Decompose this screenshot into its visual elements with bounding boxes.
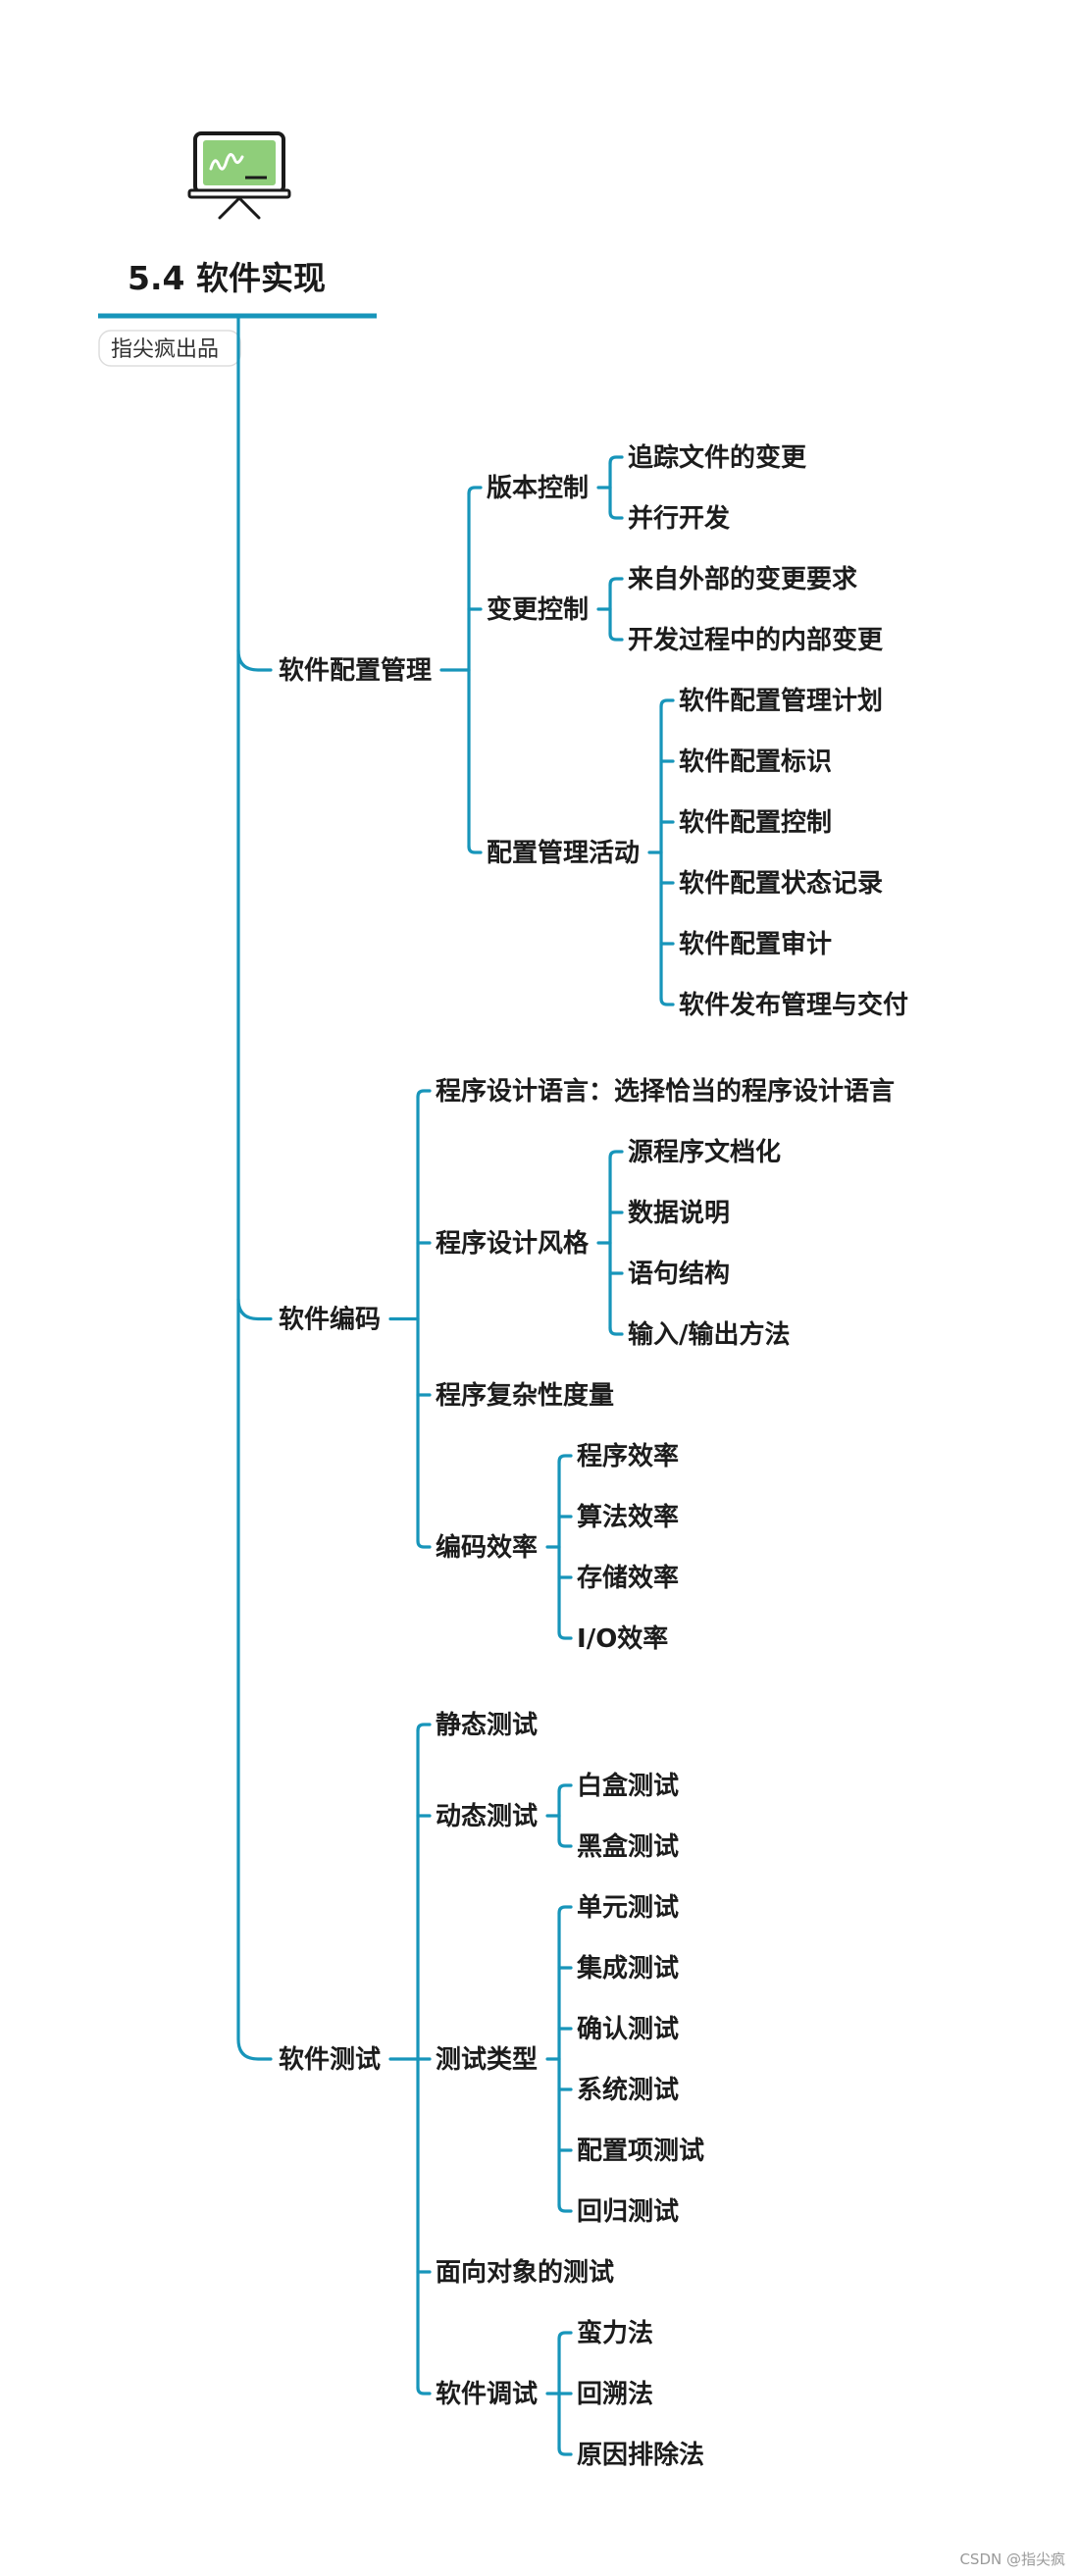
branch-connector bbox=[467, 486, 483, 495]
root-trunk bbox=[236, 314, 273, 2061]
root-connector bbox=[236, 648, 273, 672]
node-label-level-3: 回溯法 bbox=[577, 2380, 653, 2409]
node-label-level-3: 白盒测试 bbox=[577, 1771, 679, 1801]
branch-connector bbox=[557, 2331, 573, 2341]
branch-connector bbox=[608, 1326, 624, 1336]
branch-connector bbox=[557, 1630, 573, 1640]
blackboard-icon bbox=[187, 131, 291, 220]
branch-connector bbox=[416, 1539, 432, 1549]
node-label-level-3: 程序效率 bbox=[577, 1441, 679, 1471]
branch-connector bbox=[416, 1723, 432, 1732]
node-label-level-2: 静态测试 bbox=[436, 1710, 538, 1740]
node-label-level-3: 源程序文档化 bbox=[628, 1137, 781, 1167]
branch-connector bbox=[608, 1150, 624, 1159]
node-label-level-2: 动态测试 bbox=[436, 1801, 538, 1831]
node-label-level-3: 软件发布管理与交付 bbox=[679, 990, 908, 1020]
node-label-level-2: 软件调试 bbox=[436, 2380, 538, 2409]
badge-text: 指尖疯出品 bbox=[111, 337, 219, 362]
node-label-level-3: 追踪文件的变更 bbox=[628, 442, 807, 473]
node-label-level-3: 集成测试 bbox=[576, 1953, 679, 1984]
node-label-level-3: 并行开发 bbox=[628, 503, 730, 534]
branch-connector bbox=[557, 1905, 573, 1915]
branch-connector bbox=[557, 1454, 573, 1464]
node-label-level-1: 软件测试 bbox=[279, 2045, 381, 2075]
node-label-level-3: 蛮力法 bbox=[577, 2318, 653, 2348]
root-connector bbox=[236, 1297, 273, 1321]
node-label-level-1: 软件编码 bbox=[279, 1305, 381, 1335]
branch-connector bbox=[557, 1838, 573, 1848]
node-label-level-3: 黑盒测试 bbox=[577, 1831, 679, 1862]
node-label-level-3: 数据说明 bbox=[628, 1199, 730, 1228]
node-label-level-1: 软件配置管理 bbox=[279, 656, 432, 686]
node-label-level-3: I/O效率 bbox=[577, 1623, 668, 1654]
node-label-level-2: 程序设计风格 bbox=[436, 1228, 590, 1259]
node-label-level-2: 变更控制 bbox=[487, 594, 589, 625]
branch-connector bbox=[608, 577, 624, 587]
node-label-level-3: 软件配置标识 bbox=[679, 747, 832, 777]
branch-connector bbox=[416, 1089, 432, 1099]
node-label-level-3: 算法效率 bbox=[577, 1502, 679, 1532]
node-label-level-3: 确认测试 bbox=[577, 2014, 679, 2044]
node-label-level-3: 开发过程中的内部变更 bbox=[628, 625, 884, 655]
node-label-level-3: 原因排除法 bbox=[577, 2440, 704, 2470]
node-label-level-3: 软件配置控制 bbox=[679, 808, 832, 838]
node-label-level-2: 程序复杂性度量 bbox=[436, 1380, 614, 1411]
branch-connector bbox=[557, 2447, 573, 2456]
watermark: CSDN @指尖疯 bbox=[959, 2550, 1065, 2568]
node-label-level-2: 编码效率 bbox=[436, 1532, 538, 1563]
node-label-level-3: 软件配置状态记录 bbox=[679, 868, 883, 899]
node-label-level-3: 存储效率 bbox=[577, 1563, 679, 1593]
node-label-level-2: 程序设计语言：选择恰当的程序设计语言 bbox=[436, 1076, 895, 1107]
branch-connector bbox=[659, 698, 675, 708]
node-label-level-2: 版本控制 bbox=[486, 474, 589, 503]
node-label-level-2: 测试类型 bbox=[436, 2045, 538, 2075]
branch-connector bbox=[608, 455, 624, 465]
node-label-level-3: 来自外部的变更要求 bbox=[628, 564, 857, 594]
branch-connector bbox=[659, 997, 675, 1006]
node-label-level-2: 面向对象的测试 bbox=[436, 2257, 614, 2288]
branch-connector bbox=[608, 510, 624, 520]
node-label-level-3: 单元测试 bbox=[577, 1893, 679, 1923]
branch-connector bbox=[557, 2203, 573, 2213]
connector-lines bbox=[236, 314, 675, 2456]
node-label-level-3: 语句结构 bbox=[628, 1260, 730, 1289]
node-label-level-2: 配置管理活动 bbox=[487, 839, 640, 868]
node-label-level-3: 系统测试 bbox=[577, 2075, 679, 2105]
page-title: 5.4 软件实现 bbox=[128, 259, 326, 297]
node-label-level-3: 输入/输出方法 bbox=[628, 1319, 791, 1350]
node-label-level-3: 配置项测试 bbox=[577, 2137, 704, 2166]
branch-connector bbox=[557, 1783, 573, 1793]
node-label-level-3: 软件配置审计 bbox=[679, 929, 832, 959]
branch-connector bbox=[467, 845, 483, 854]
badge: 指尖疯出品 bbox=[98, 330, 241, 367]
node-label-level-3: 软件配置管理计划 bbox=[679, 687, 883, 716]
node-label-level-3: 回归测试 bbox=[577, 2197, 679, 2227]
branch-connector bbox=[608, 632, 624, 642]
branch-connector bbox=[416, 2386, 432, 2396]
